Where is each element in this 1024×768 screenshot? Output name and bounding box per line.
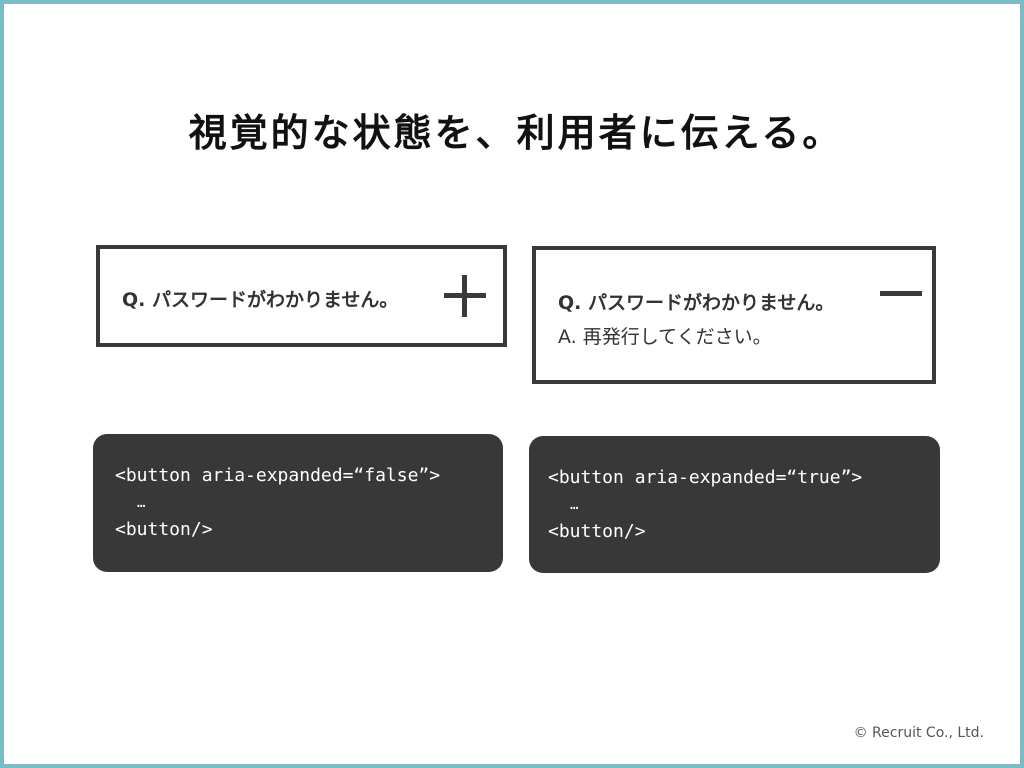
code-close-tag: <button/> [548, 521, 646, 542]
copyright-footer: © Recruit Co., Ltd. [853, 725, 984, 741]
accordion-answer: A. 再発行してください。 [558, 326, 772, 348]
accordion-collapsed[interactable]: Q. パスワードがわかりません。 [96, 245, 507, 347]
plus-icon[interactable] [444, 275, 486, 317]
minus-icon[interactable] [880, 291, 922, 296]
code-block-expanded: <button aria-expanded=“true”> … <button/… [529, 436, 940, 573]
code-block-collapsed: <button aria-expanded=“false”> … <button… [93, 434, 503, 572]
accordion-question: Q. パスワードがわかりません。 [122, 289, 399, 311]
code-ellipsis: … [137, 495, 146, 511]
slide-title: 視覚的な状態を、利用者に伝える。 [188, 111, 844, 155]
code-close-tag: <button/> [115, 519, 213, 540]
accordion-expanded[interactable]: Q. パスワードがわかりません。 A. 再発行してください。 [532, 246, 936, 384]
accordion-question: Q. パスワードがわかりません。 [558, 292, 835, 314]
code-open-tag: <button aria-expanded=“false”> [115, 465, 441, 486]
code-ellipsis: … [570, 497, 579, 513]
code-open-tag: <button aria-expanded=“true”> [548, 467, 863, 488]
